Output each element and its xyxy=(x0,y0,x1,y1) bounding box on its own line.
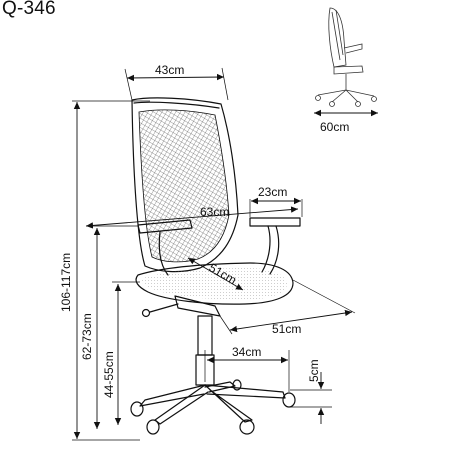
overall-height-label: 106-117cm xyxy=(59,253,73,312)
overall-width-dimension: 63cm xyxy=(85,205,299,229)
model-number: Q-346 xyxy=(2,0,56,19)
base-diameter-label: 60cm xyxy=(320,120,349,134)
castor-height-label: 5cm xyxy=(307,359,321,382)
overall-width-label: 63cm xyxy=(200,205,229,219)
armrest-width-dimension: 23cm xyxy=(249,185,303,217)
seat-height-dimension: 44-55cm xyxy=(102,281,140,425)
seat-width-label: 51cm xyxy=(272,322,301,336)
base-diameter-dimension: 60cm xyxy=(314,109,378,134)
seat-height-label: 44-55cm xyxy=(102,351,116,398)
seat-width-dimension: 51cm xyxy=(219,279,356,336)
armrest-height-label: 62-73cm xyxy=(80,313,94,360)
backrest-width-dimension: 43cm xyxy=(124,63,229,101)
backrest-width-label: 43cm xyxy=(155,63,184,77)
castor-height-dimension: 5cm xyxy=(290,359,332,424)
side-thumbnail xyxy=(315,7,377,107)
castor-wheels xyxy=(130,379,296,435)
base-radius-label: 34cm xyxy=(232,345,261,359)
armrest-width-label: 23cm xyxy=(258,185,287,199)
base-radius-dimension: 34cm xyxy=(204,345,290,392)
overall-height-dimension: 106-117cm xyxy=(59,100,150,441)
